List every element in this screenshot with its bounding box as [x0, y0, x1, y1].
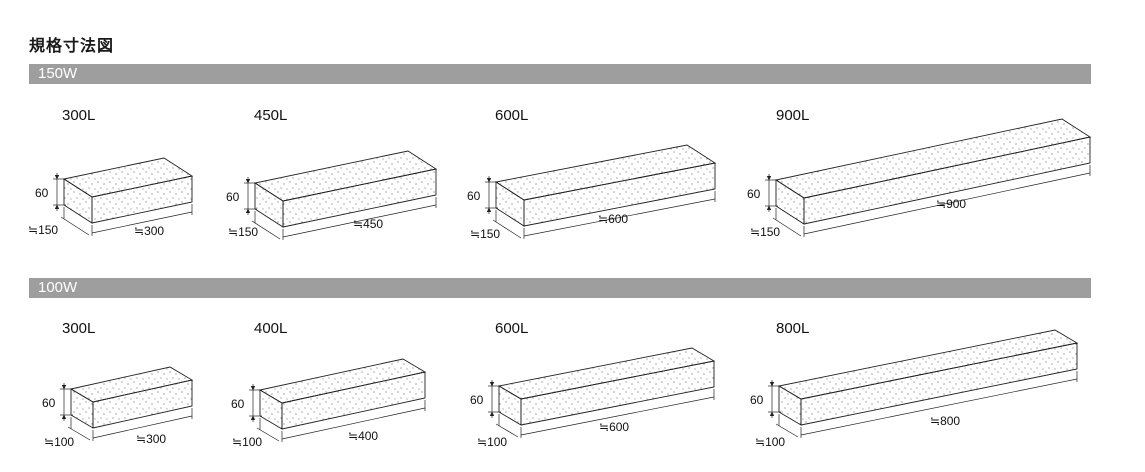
block-150w-450l-height-arrow-bottom: [245, 208, 251, 213]
section-band-label: 150W: [38, 65, 78, 82]
block-150w-300l-length-dim-line: [91, 211, 193, 234]
block-150w-300l-end-face: [63, 178, 93, 224]
block-100w-800l-height-arrow-bottom: [769, 411, 775, 416]
block-100w-300l-height-label: 60: [42, 396, 56, 410]
section-band-label: 100W: [38, 279, 78, 296]
block-150w-900l-length-dim-line: [803, 172, 1091, 235]
block-150w-600l-height-arrow-top: [486, 178, 492, 183]
block-150w-900l-length-label: ≒900: [936, 197, 966, 211]
block-100w-600l-height-label: 60: [470, 393, 484, 407]
size-label-150w-600l: 600L: [495, 107, 529, 124]
block-150w-600l-height-label: 60: [467, 189, 481, 203]
block-100w-600l-height-arrow-top: [489, 382, 495, 387]
block-100w-300l-length-dim-line: [92, 415, 193, 439]
block-150w-300l-length-label: ≒300: [134, 224, 164, 238]
block-150w-300l-width-label: ≒150: [28, 223, 58, 237]
block-150w-600l-end-face: [495, 181, 525, 227]
size-label-150w-900l: 900L: [776, 107, 810, 124]
block-100w-800l-height-arrow-top: [769, 382, 775, 387]
block-100w-600l-width-dim-line: [495, 423, 519, 438]
block-100w-400l-length-dim-line: [281, 407, 426, 440]
block-100w-400l-height-arrow-top: [250, 386, 256, 391]
block-150w-900l-height-label: 60: [747, 187, 761, 201]
block-100w-600l-width-label: ≒100: [477, 435, 507, 449]
block-150w-450l-length-label: ≒450: [353, 217, 383, 231]
block-150w-900l-height-arrow-top: [766, 176, 772, 181]
block-100w-400l-end-face: [259, 389, 283, 430]
block-100w-400l-width-label: ≒100: [232, 435, 262, 449]
block-150w-600l-width-label: ≒150: [470, 227, 500, 241]
block-150w-900l-end-face: [775, 179, 805, 225]
block-150w-300l-height-arrow-top: [54, 175, 60, 180]
section-band-150w: 150W: [29, 64, 1091, 84]
block-100w-600l-end-face: [498, 385, 522, 426]
block-100w-300l-end-face: [70, 388, 94, 429]
block-100w-800l-width-label: ≒100: [755, 435, 785, 449]
block-150w-450l-height-label: 60: [226, 190, 240, 204]
size-label-100w-400l: 400L: [254, 320, 288, 337]
block-100w-300l-width-label: ≒100: [44, 435, 74, 449]
block-150w-450l-length-dim-line: [282, 204, 437, 238]
block-150w-450l-width-label: ≒150: [228, 225, 258, 239]
block-150w-450l-width-dim-line: [251, 220, 281, 240]
block-150w-300l-height-label: 60: [35, 186, 49, 200]
block-100w-400l-height-arrow-bottom: [250, 415, 256, 420]
block-150w-300l-height-arrow-bottom: [54, 204, 60, 209]
block-100w-300l-height-arrow-bottom: [61, 414, 67, 419]
block-150w-900l-width-label: ≒150: [750, 225, 780, 239]
block-100w-600l-height-arrow-bottom: [489, 411, 495, 416]
block-100w-800l-length-label: ≒800: [930, 414, 960, 428]
section-band-100w: 100W: [29, 278, 1091, 298]
size-label-100w-600l: 600L: [495, 320, 529, 337]
block-100w-300l-length-label: ≒300: [136, 432, 166, 446]
block-150w-600l-width-dim-line: [492, 219, 522, 239]
size-label-100w-300l: 300L: [62, 320, 96, 337]
size-label-150w-450l: 450L: [254, 107, 288, 124]
block-150w-450l-end-face: [254, 182, 284, 228]
page-title: 規格寸法図: [29, 36, 115, 55]
block-150w-600l-length-dim-line: [523, 198, 716, 237]
block-100w-400l-height-label: 60: [231, 397, 245, 411]
block-100w-800l-end-face: [778, 385, 802, 426]
block-100w-600l-length-dim-line: [520, 396, 715, 436]
block-150w-300l-width-dim-line: [60, 216, 90, 236]
block-100w-400l-length-label: ≒400: [348, 429, 378, 443]
size-label-100w-800l: 800L: [776, 320, 810, 337]
block-100w-300l-height-arrow-top: [61, 385, 67, 390]
block-150w-600l-length-label: ≒600: [598, 212, 628, 226]
block-100w-800l-width-dim-line: [775, 423, 799, 438]
block-100w-400l-width-dim-line: [256, 427, 280, 442]
block-100w-600l-length-label: ≒600: [599, 420, 629, 434]
block-100w-300l-width-dim-line: [67, 426, 91, 441]
block-150w-600l-height-arrow-bottom: [486, 207, 492, 212]
block-150w-900l-width-dim-line: [772, 217, 802, 237]
block-150w-450l-height-arrow-top: [245, 179, 251, 184]
block-100w-800l-length-dim-line: [800, 378, 1078, 436]
size-label-150w-300l: 300L: [62, 107, 96, 124]
block-100w-800l-height-label: 60: [750, 393, 764, 407]
block-150w-900l-height-arrow-bottom: [766, 205, 772, 210]
